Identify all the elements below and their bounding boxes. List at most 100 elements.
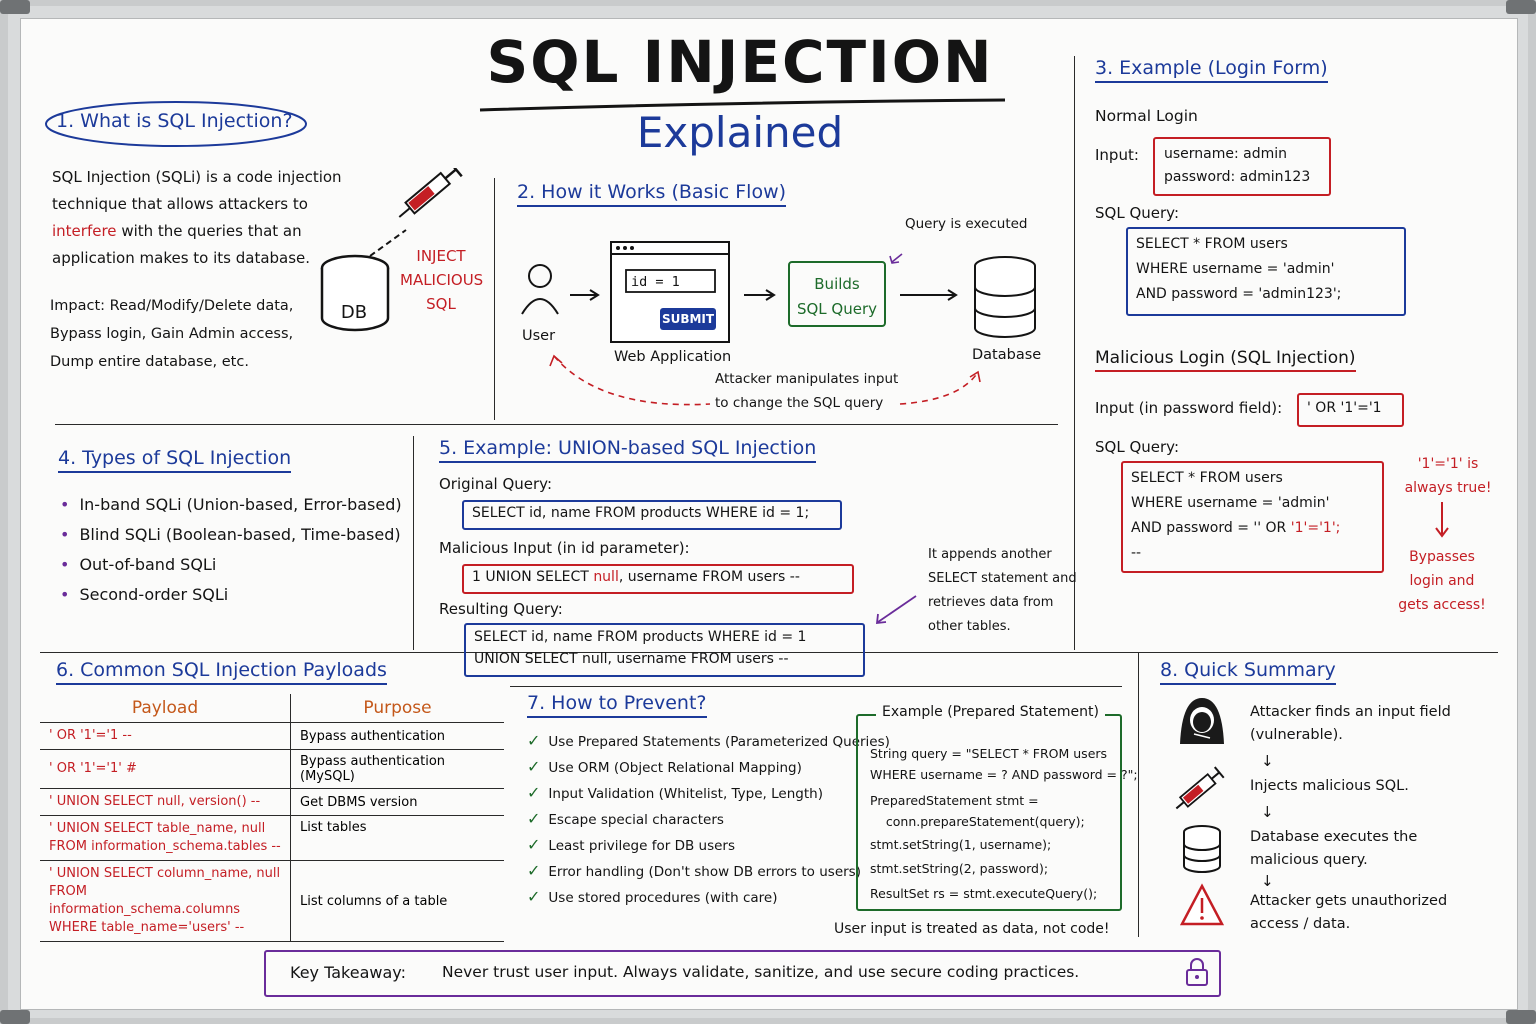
payload-cell: ' UNION SELECT table_name, null FROM inf… — [40, 815, 291, 861]
key-takeaway-box — [264, 950, 1221, 997]
list-item: Second-order SQLi — [60, 585, 402, 615]
code-line: WHERE username = ? AND password = ?"; — [870, 767, 1138, 782]
list-item: ✓Error handling (Don't show DB errors to… — [527, 861, 890, 887]
table-row: ' UNION SELECT table_name, null FROM inf… — [40, 815, 504, 861]
s3-note-bypasses: Bypasses login and gets access! — [1392, 545, 1492, 617]
s5-orig-query: SELECT id, name FROM products WHERE id =… — [472, 505, 810, 521]
purpose-cell: Bypass authentication — [290, 722, 504, 750]
syringe-icon — [1175, 766, 1225, 810]
divider — [40, 652, 1498, 653]
s3-malicious-label: Malicious Login (SQL Injection) — [1095, 348, 1356, 372]
section7-heading: 7. How to Prevent? — [527, 692, 707, 718]
s5-mal-a: 1 UNION SELECT — [472, 569, 594, 585]
purpose-cell: Get DBMS version — [290, 788, 504, 816]
payload-cell: ' OR '1'='1 -- — [40, 722, 291, 750]
s1-impact-2: Bypass login, Gain Admin access, — [50, 326, 294, 342]
types-list: In-band SQLi (Union-based, Error-based) … — [60, 495, 402, 615]
s3-mal-query-5: -- — [1131, 545, 1142, 561]
s5-note-4: other tables. — [928, 619, 1011, 634]
divider — [413, 436, 414, 650]
s3-mal-input-box — [1297, 393, 1404, 427]
s1-body-1: SQL Injection (SQLi) is a code injection — [52, 168, 342, 186]
s5-note-3: retrieves data from — [928, 595, 1054, 610]
check-icon: ✓ — [527, 809, 541, 828]
lock-icon — [1186, 958, 1208, 986]
check-icon: ✓ — [527, 731, 541, 750]
prevent-note: User input is treated as data, not code! — [834, 921, 1110, 937]
flow-id-field[interactable]: id = 1 — [631, 274, 680, 290]
s3-input-username: username: admin — [1164, 146, 1288, 162]
s5-mal-label: Malicious Input (in id parameter): — [439, 539, 690, 557]
col-payload: Payload — [40, 694, 291, 723]
page-title: SQL INJECTION — [486, 28, 994, 96]
frame-corner — [0, 0, 30, 14]
s3-query-label: SQL Query: — [1095, 204, 1180, 222]
s1-body-highlight: interfere — [52, 222, 117, 240]
flow-webapp-label: Web Application — [614, 349, 732, 365]
list-item: ✓Use Prepared Statements (Parameterized … — [527, 731, 890, 757]
list-item-label: Use stored procedures (with care) — [548, 890, 778, 906]
section4-heading: 4. Types of SQL Injection — [58, 447, 292, 473]
code-line: conn.prepareStatement(query); — [870, 814, 1085, 829]
summary-step-4a: Attacker gets unauthorized — [1250, 893, 1448, 909]
s5-res-box — [464, 623, 865, 677]
section3-heading: 3. Example (Login Form) — [1095, 57, 1328, 83]
summary-step-3b: malicious query. — [1250, 852, 1368, 868]
code-line: String query = "SELECT * FROM users — [870, 746, 1108, 761]
s3-mal-input: ' OR '1'='1 — [1307, 400, 1382, 416]
builds-line-2: SQL Query — [796, 300, 878, 318]
payload-cell: ' OR '1'='1' # — [40, 749, 291, 789]
s5-mal-c: , username FROM users -- — [618, 569, 800, 585]
section8-heading: 8. Quick Summary — [1160, 659, 1336, 685]
code-line: ResultSet rs = stmt.executeQuery(); — [870, 886, 1098, 901]
list-item: ✓ Least privilege for DB users — [527, 835, 890, 861]
flow-database-label: Database — [972, 347, 1042, 363]
hacker-icon — [1180, 698, 1224, 744]
inject-label-1: INJECT — [416, 247, 466, 265]
s1-body-4: application makes to its database. — [52, 249, 311, 267]
prevent-list: ✓Use Prepared Statements (Parameterized … — [527, 731, 890, 913]
s3-mal-input-label: Input (in password field): — [1095, 399, 1283, 417]
summary-arrow: ↓ — [1261, 752, 1274, 770]
warning-icon — [1179, 883, 1225, 926]
arrow-icon — [875, 595, 917, 625]
note-line: always true! — [1404, 480, 1492, 496]
summary-icons — [1175, 698, 1225, 926]
user-icon — [521, 264, 559, 315]
database-icon — [1183, 825, 1221, 873]
list-item-label: Use ORM (Object Relational Mapping) — [548, 760, 802, 776]
flow-diagram — [521, 241, 1036, 406]
builds-line-1: Builds — [814, 275, 860, 293]
frame-corner — [0, 1010, 30, 1024]
payload-cell: ' UNION SELECT null, version() -- — [40, 788, 291, 816]
divider — [55, 424, 1058, 425]
flow-attacker-note-2: to change the SQL query — [715, 395, 884, 411]
list-item: ✓Input Validation (Whitelist, Type, Leng… — [527, 783, 890, 809]
list-item-label: Least privilege for DB users — [548, 838, 736, 854]
s3-query-1: SELECT * FROM users — [1136, 236, 1288, 252]
check-icon: ✓ — [527, 861, 541, 880]
note-line: '1'='1' is — [1417, 456, 1479, 472]
code-line: PreparedStatement stmt = — [870, 793, 1039, 808]
s5-note-2: SELECT statement and — [928, 571, 1077, 586]
key-takeaway-label: Key Takeaway: — [290, 963, 406, 982]
s3-mal-query-2: WHERE username = 'admin' — [1131, 495, 1330, 511]
list-item: Out-of-band SQLi — [60, 555, 402, 585]
purpose-cell: List columns of a table — [290, 860, 504, 942]
prepared-statement-title: Example (Prepared Statement) — [876, 704, 1105, 720]
frame-corner — [1506, 0, 1536, 14]
divider — [494, 178, 495, 420]
summary-arrow: ↓ — [1261, 803, 1274, 821]
table-row: ' OR '1'='1 --Bypass authentication — [40, 722, 504, 750]
flow-submit-button[interactable]: SUBMIT — [661, 312, 715, 326]
s3-mal-query-box — [1121, 461, 1384, 573]
divider — [510, 686, 1122, 687]
divider — [1138, 652, 1139, 937]
check-icon: ✓ — [527, 835, 541, 854]
s3-input-box — [1153, 137, 1331, 196]
note-line: login and — [1409, 573, 1475, 589]
s5-note-1: It appends another — [928, 547, 1052, 562]
note-line: gets access! — [1398, 597, 1486, 613]
section1-heading-bubble — [45, 101, 307, 147]
